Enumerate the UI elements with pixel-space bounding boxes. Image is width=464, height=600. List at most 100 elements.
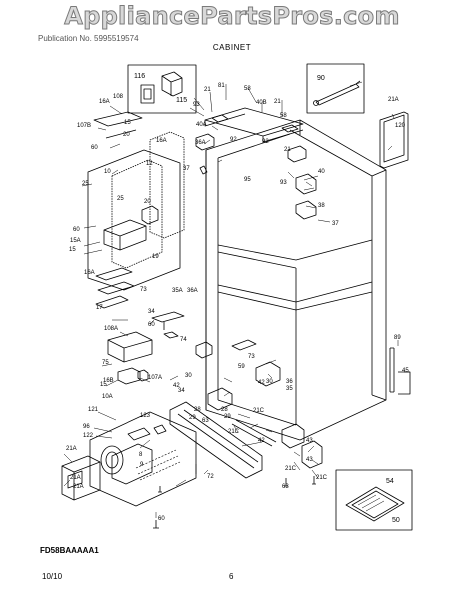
part-label-40A: 40A — [196, 122, 207, 128]
duct-12 — [111, 159, 163, 269]
duct-16a — [149, 131, 185, 239]
part-116 — [140, 84, 155, 104]
part-label-72: 72 — [207, 474, 214, 480]
part-label-60: 60 — [73, 227, 80, 233]
part-label-93: 93 — [280, 180, 287, 186]
revision-date: 10/10 — [42, 572, 63, 581]
part-label-60: 60 — [91, 145, 98, 151]
part-label-116: 116 — [134, 73, 145, 80]
part-label-81: 81 — [218, 83, 225, 89]
part-label-89: 89 — [394, 335, 401, 341]
part-label-59: 59 — [238, 364, 245, 370]
part-label-29: 29 — [189, 415, 196, 421]
part-label-73: 73 — [248, 354, 255, 360]
part-label-50: 50 — [392, 517, 400, 524]
part-label-21A: 21A — [73, 484, 84, 490]
part-label-21C: 21C — [228, 429, 240, 435]
part-label-115: 115 — [176, 97, 187, 104]
part-label-15: 15 — [124, 120, 131, 126]
part-label-73: 73 — [140, 287, 147, 293]
part-90 — [315, 80, 361, 106]
dispenser-housing — [89, 411, 197, 507]
part-label-60: 60 — [148, 322, 155, 328]
part-label-108: 108 — [113, 94, 124, 100]
part-label-21A: 21A — [66, 446, 77, 452]
part-label-93: 93 — [193, 102, 200, 108]
part-label-21A: 21A — [388, 97, 399, 103]
part-label-9: 9 — [140, 462, 144, 468]
part-label-16A: 16A — [156, 138, 167, 144]
left-panel — [87, 149, 181, 291]
part-label-35: 35 — [286, 386, 293, 392]
part-label-21C: 21C — [285, 466, 297, 472]
part-label-36A: 36A — [187, 288, 198, 294]
part-115 — [161, 71, 183, 97]
part-label-121: 121 — [88, 407, 99, 413]
part-label-42: 42 — [173, 383, 180, 389]
part-label-123: 123 — [140, 413, 151, 419]
part-label-36: 36 — [286, 379, 293, 385]
part-label-74: 74 — [180, 337, 187, 343]
part-label-21: 21 — [204, 87, 211, 93]
part-label-30: 30 — [266, 379, 273, 385]
part-72-grille — [169, 401, 263, 479]
part-label-120: 120 — [395, 123, 406, 129]
part-label-29: 29 — [224, 414, 231, 420]
watermark: AppliancePartsPros.com — [64, 2, 400, 31]
part-label-95: 95 — [244, 177, 251, 183]
part-21a-dispenser-front — [61, 455, 101, 501]
part-label-28: 28 — [194, 407, 201, 413]
part-label-40B: 40B — [256, 100, 267, 106]
part-label-15: 15 — [69, 247, 76, 253]
part-label-30: 30 — [185, 373, 192, 379]
part-label-63: 63 — [202, 418, 209, 424]
model-number: FD58BAAAAA1 — [40, 546, 99, 555]
part-label-35A: 35A — [172, 288, 183, 294]
part-label-43: 43 — [306, 457, 313, 463]
part-label-21C: 21C — [253, 408, 265, 414]
part-label-122: 122 — [83, 433, 94, 439]
part-label-10: 10 — [104, 169, 111, 175]
part-label-16A: 16A — [84, 270, 95, 276]
part-label-92: 92 — [230, 137, 237, 143]
part-label-15: 15 — [100, 382, 107, 388]
part-label-34: 34 — [148, 309, 155, 315]
part-label-43: 43 — [306, 438, 313, 444]
part-54-50 — [345, 486, 405, 522]
part-label-15A: 15A — [70, 238, 81, 244]
part-label-28: 28 — [221, 407, 228, 413]
part-label-40: 40 — [318, 169, 325, 175]
part-label-25: 25 — [117, 196, 124, 202]
part-label-90: 90 — [317, 75, 325, 82]
part-label-37: 37 — [332, 221, 339, 227]
part-108a — [107, 331, 153, 363]
part-label-38: 38 — [318, 203, 325, 209]
part-label-34: 34 — [178, 388, 185, 394]
part-label-21C: 21C — [316, 475, 328, 481]
part-label-10A: 10A — [102, 394, 113, 400]
part-label-16B: 16B — [103, 378, 114, 384]
part-label-54: 54 — [386, 478, 394, 485]
part-label-63: 63 — [282, 484, 289, 490]
inset-box-115 — [127, 64, 197, 114]
part-label-8: 8 — [139, 452, 143, 458]
part-label-37: 37 — [183, 166, 190, 172]
page-number: 6 — [229, 572, 234, 581]
part-label-25: 25 — [82, 181, 89, 187]
page-title: CABINET — [212, 43, 252, 52]
part-label-42: 42 — [258, 380, 265, 386]
part-label-20: 20 — [144, 199, 151, 205]
part-label-45: 45 — [402, 368, 409, 374]
part-label-60: 60 — [158, 516, 165, 522]
part-label-107A: 107A — [148, 375, 162, 381]
part-label-21: 21 — [284, 147, 291, 153]
part-label-75: 75 — [102, 360, 109, 366]
part-label-58: 58 — [280, 113, 287, 119]
part-label-58: 58 — [244, 86, 251, 92]
part-label-42: 42 — [258, 438, 265, 444]
inset-box-90 — [306, 63, 365, 114]
inset-box-54 — [335, 469, 413, 531]
part-label-36A: 36A — [195, 140, 206, 146]
